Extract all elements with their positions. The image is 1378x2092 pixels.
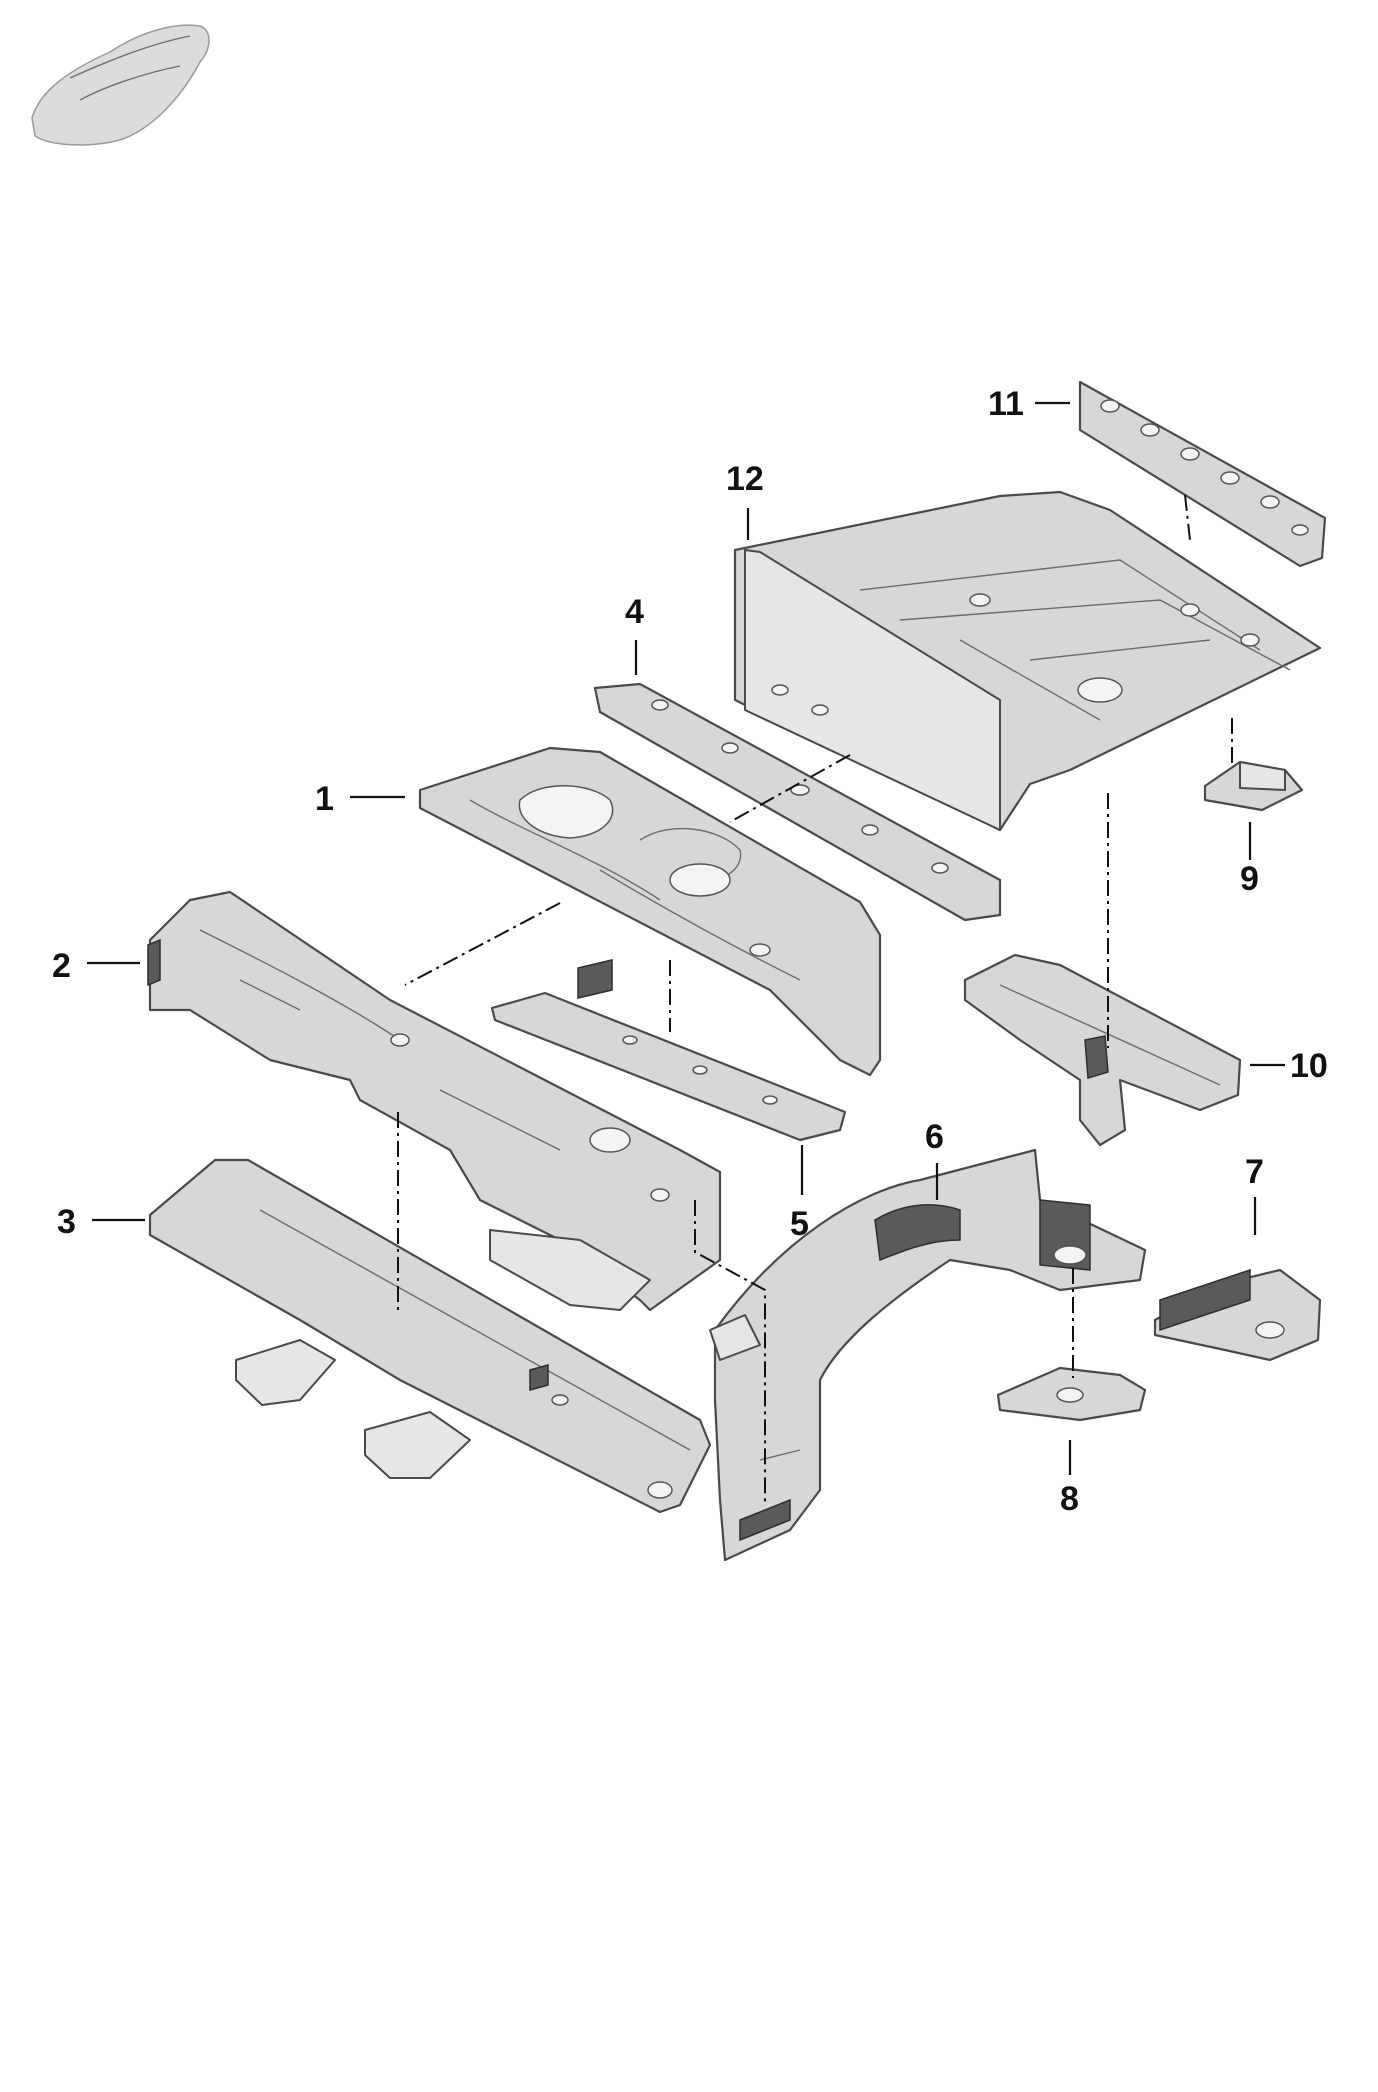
part-11-rear-crossmember[interactable] xyxy=(1078,380,1327,568)
part-2-side-rail-assembly[interactable] xyxy=(147,890,722,1312)
part-7-rear-bracket[interactable] xyxy=(1153,1268,1322,1362)
callout-10: 10 xyxy=(1290,1047,1328,1085)
part-4-cross-brace[interactable] xyxy=(593,682,1002,922)
callout-8: 8 xyxy=(1060,1480,1079,1518)
part-1-details xyxy=(469,785,801,981)
part-3-details xyxy=(259,1209,691,1499)
callout-12: 12 xyxy=(726,460,764,498)
car-silhouette-icon xyxy=(31,24,210,146)
callout-9: 9 xyxy=(1240,860,1259,898)
callout-leaders xyxy=(87,401,1285,1475)
part-5-lower-brace[interactable] xyxy=(490,959,847,1142)
part-3-front-floor-rail[interactable] xyxy=(148,1158,712,1514)
part-9-bracket[interactable] xyxy=(1203,760,1304,812)
callout-4: 4 xyxy=(625,593,644,631)
part-6-rear-side-member[interactable] xyxy=(709,1148,1147,1562)
callout-7: 7 xyxy=(1245,1153,1264,1191)
part-5-holes xyxy=(622,1035,778,1105)
assembly-lines xyxy=(397,494,1233,1505)
callout-11: 11 xyxy=(988,385,1024,423)
part-2-details xyxy=(199,929,670,1202)
part-8-plate[interactable] xyxy=(996,1366,1147,1422)
part-12-rear-floor-pan[interactable] xyxy=(733,490,1322,832)
part-1-center-floor-panel[interactable] xyxy=(418,746,882,1077)
callout-1: 1 xyxy=(315,780,334,818)
callout-2: 2 xyxy=(52,947,71,985)
callout-6: 6 xyxy=(925,1118,944,1156)
part-4-holes xyxy=(651,699,949,874)
part-11-holes xyxy=(1100,399,1309,536)
part-10-rear-crossmember[interactable] xyxy=(963,953,1242,1147)
callout-labels: 11 12 4 1 9 2 10 5 6 7 3 8 xyxy=(52,385,1328,1518)
part-12-details xyxy=(771,559,1291,721)
callout-3: 3 xyxy=(57,1203,76,1241)
part-6-details xyxy=(739,1245,1087,1542)
callout-5: 5 xyxy=(790,1205,809,1243)
